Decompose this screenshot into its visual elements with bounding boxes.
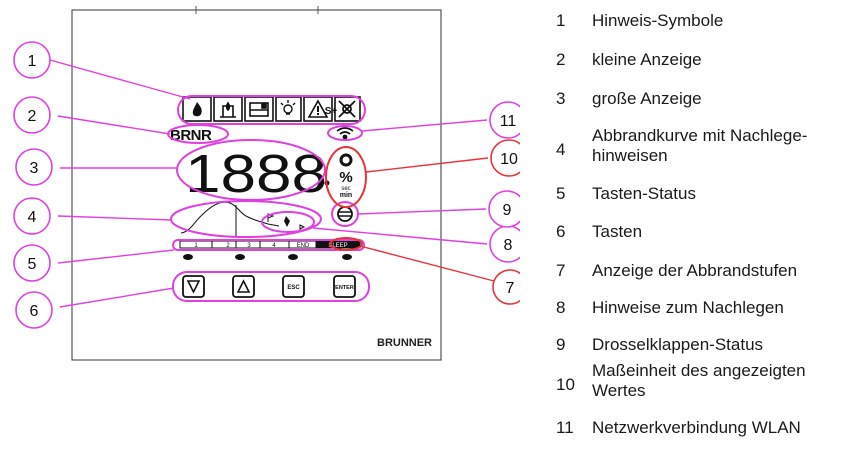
legend-number: 7 — [556, 261, 566, 280]
callout-number: 11 — [500, 113, 517, 130]
stage-label: END — [297, 243, 310, 249]
highlight-7 — [329, 237, 363, 251]
legend-text: Tasten — [592, 222, 643, 241]
legend-number: 5 — [556, 184, 566, 203]
degree-indicator — [339, 153, 353, 167]
callout-number: 5 — [28, 256, 37, 273]
highlight-8 — [261, 211, 315, 233]
callout-number: 4 — [28, 209, 37, 226]
big-display: 1888 — [185, 144, 327, 204]
legend-text: Netzwerkverbindung WLAN — [592, 418, 801, 437]
callout-number: 2 — [28, 108, 37, 125]
unit-sec: sec — [341, 186, 350, 192]
up-key[interactable] — [232, 275, 255, 298]
stage-label: 4 — [272, 243, 276, 249]
legend-number: 6 — [556, 222, 566, 241]
legend-text: Abbrandkurve mit Nachlege-hinweisen — [592, 126, 808, 165]
flame-icon — [192, 102, 202, 117]
esc-key-label: ESC — [287, 285, 300, 291]
controller-diagram: S+ BRNR 1888 % sec min — [13, 6, 520, 361]
callout-number: 10 — [500, 151, 518, 168]
legend-text: Tasten-Status — [592, 184, 696, 203]
legend-number: 3 — [556, 89, 566, 108]
burn-curve — [180, 201, 280, 234]
stage-label: 1 — [194, 243, 198, 249]
legend-number: 10 — [556, 375, 575, 394]
legend-number: 11 — [556, 418, 574, 437]
brand-logo: BRUNNER — [377, 337, 432, 349]
legend-text: Hinweise zum Nachlegen — [592, 298, 784, 317]
callout-number: 6 — [30, 303, 39, 320]
legend-number: 2 — [556, 50, 566, 69]
bulb-icon — [280, 100, 296, 115]
legend-number: 1 — [556, 11, 566, 30]
stage-label: 3 — [247, 243, 251, 249]
legend-number: 4 — [556, 140, 566, 159]
callout-number: 8 — [504, 237, 513, 254]
esc-key[interactable]: ESC — [282, 275, 305, 298]
callout-markers — [13, 41, 520, 329]
callout-number: 1 — [28, 53, 37, 70]
legend-text: Drosselklappen-Status — [592, 335, 764, 354]
wifi-icon — [336, 127, 354, 140]
legend-number: 9 — [556, 335, 566, 354]
legend-text: kleine Anzeige — [592, 50, 702, 69]
callout-number: 9 — [503, 202, 512, 219]
highlight-4 — [170, 200, 322, 238]
highlight-1 — [177, 95, 366, 125]
highlight-6 — [172, 271, 370, 302]
key-status-row — [183, 254, 352, 260]
refuel-drop-icon — [284, 216, 290, 227]
enter-key-label: ENTER — [335, 285, 354, 291]
fireplace-icon — [220, 101, 236, 118]
warning-icon — [307, 99, 329, 118]
highlight-10 — [325, 146, 367, 208]
legend-number: 8 — [556, 298, 566, 317]
leader-lines — [49, 59, 495, 308]
no-fan-icon — [338, 100, 356, 118]
door-icon — [249, 102, 269, 117]
down-key[interactable] — [182, 275, 205, 298]
legend-text: Hinweis-Symbole — [592, 11, 724, 30]
hint-icons-row: S+ — [182, 96, 361, 122]
damper-icon — [337, 206, 353, 222]
s-plus-icon: S+ — [325, 106, 338, 117]
callout-number: 7 — [506, 280, 515, 297]
small-display: BRNR — [170, 127, 212, 144]
stage-label: SLEEP — [328, 243, 347, 249]
legend-text: große Anzeige — [592, 89, 702, 108]
highlight-11 — [327, 125, 363, 141]
enter-key[interactable]: ENTER — [333, 275, 356, 298]
stage-label: 2 — [226, 243, 230, 249]
stage-sleep-fill — [316, 241, 360, 248]
callout-number: 3 — [30, 160, 39, 177]
highlight-3 — [176, 139, 326, 201]
unit-percent: % — [339, 169, 352, 186]
highlight-5 — [172, 239, 365, 251]
legend-text: Anzeige der Abbrandstufen — [592, 261, 798, 280]
unit-min: min — [340, 192, 352, 199]
legend-text: Maßeinheit des angezeigten Wertes — [592, 361, 806, 400]
